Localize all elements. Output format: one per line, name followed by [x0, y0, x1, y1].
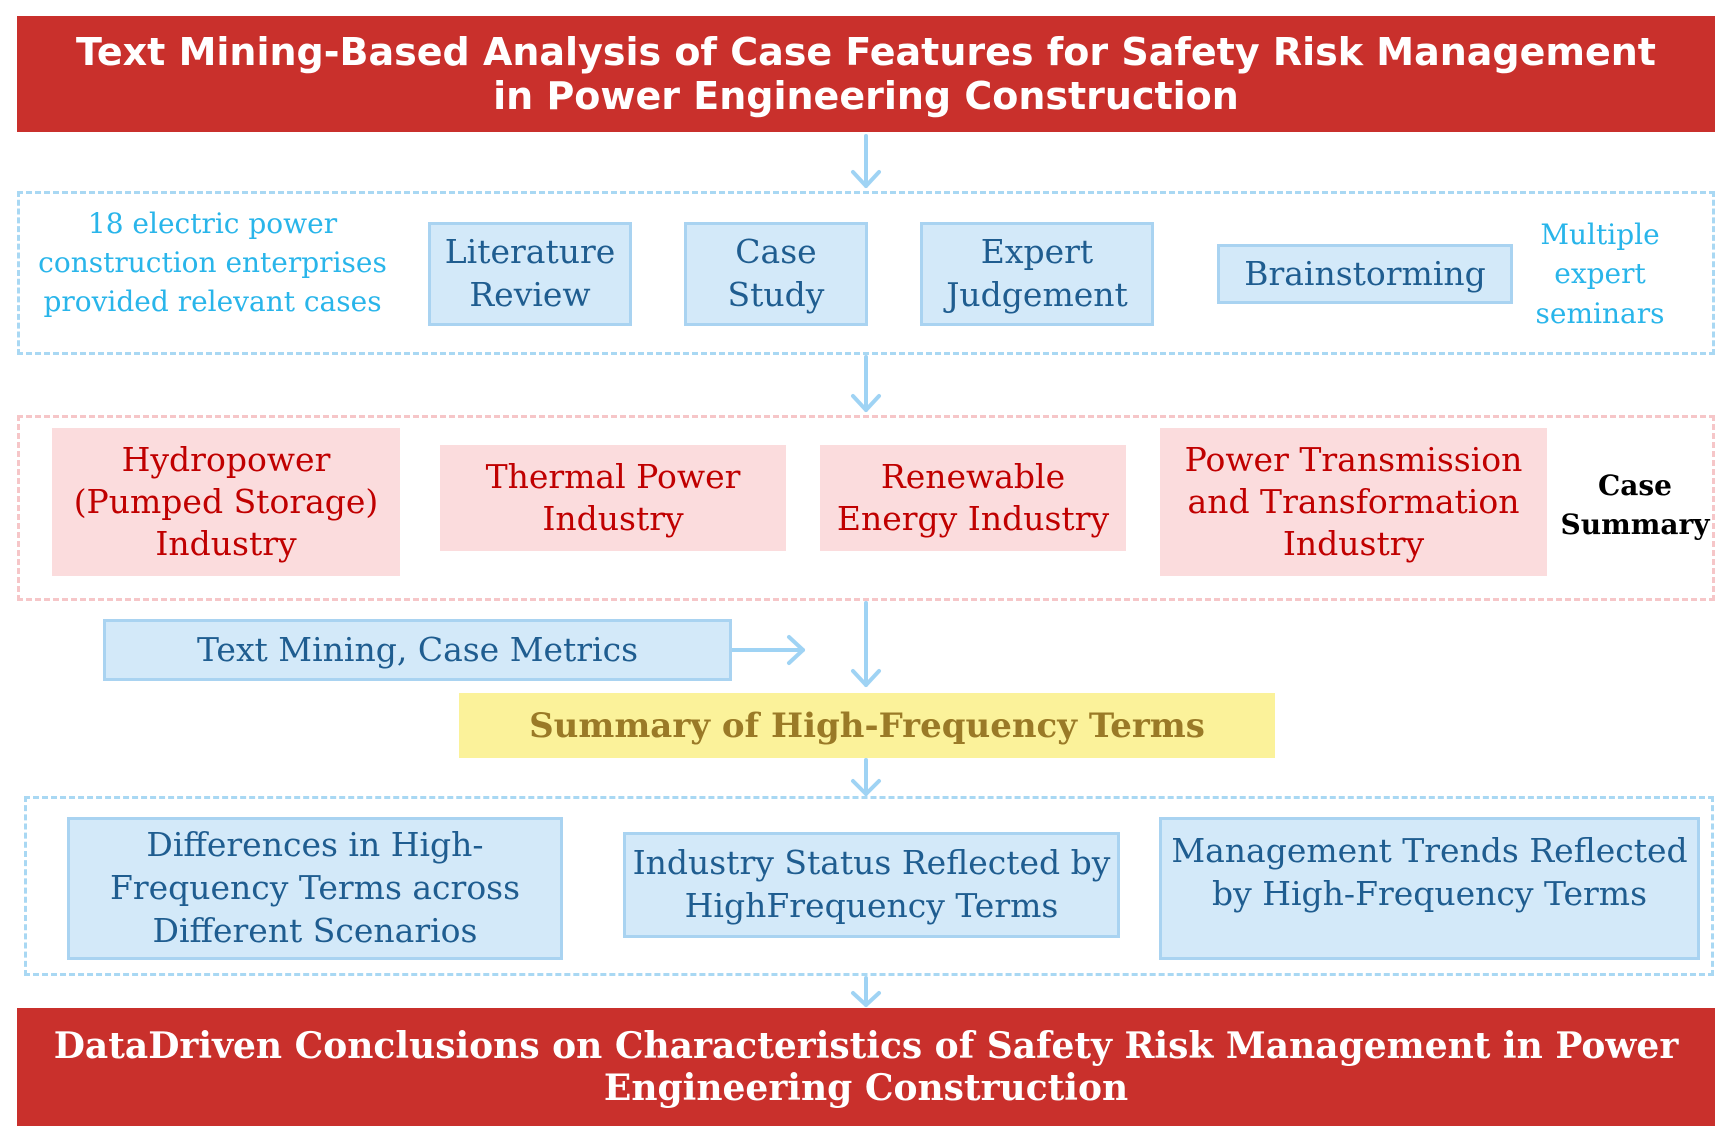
analysis-differences: Differences in High- Frequency Terms acr…: [67, 817, 563, 960]
analysis-management-trends: Management Trends Reflected by High-Freq…: [1159, 817, 1700, 960]
industry-renewable-energy: Renewable Energy Industry: [820, 445, 1126, 551]
note-line: expert: [1554, 257, 1646, 291]
expert-seminars-note: Multiple expert seminars: [1520, 212, 1680, 336]
industry-hydropower: Hydropower (Pumped Storage) Industry: [52, 428, 400, 576]
method-brainstorming: Brainstorming: [1217, 244, 1513, 304]
arrowhead-summary-to-analyses: [851, 779, 881, 796]
title-line-1: Text Mining-Based Analysis of Case Featu…: [76, 29, 1656, 74]
arrowhead-industries-to-summary: [851, 669, 881, 687]
arrowhead-text-mining: [787, 635, 805, 665]
summary-label: Summary of High-Frequency Terms: [529, 705, 1205, 746]
conclusion-line-2: Engineering Construction: [603, 1067, 1129, 1109]
industry-label: Industry: [1282, 523, 1425, 563]
case-summary-line: Case: [1597, 468, 1672, 502]
method-label: Literature: [444, 232, 616, 272]
conclusion-line-1: DataDriven Conclusions on Characteristic…: [53, 1024, 1679, 1067]
analysis-label: Management Trends Reflected: [1171, 831, 1688, 870]
industries-section: [17, 415, 1715, 601]
title-line-2: in Power Engineering Construction: [493, 74, 1239, 118]
analysis-label: by High-Frequency Terms: [1211, 873, 1648, 913]
method-label: Review: [469, 275, 591, 314]
industry-label: Hydropower: [121, 440, 331, 480]
method-label: Brainstorming: [1244, 253, 1486, 293]
high-frequency-summary-box: Summary of High-Frequency Terms: [459, 693, 1275, 758]
industry-label: Power Transmission: [1184, 440, 1523, 480]
analysis-label: Differences in High-: [146, 825, 484, 865]
method-label: Judgement: [946, 275, 1128, 314]
method-case-study: Case Study: [684, 222, 868, 326]
analysis-label: Different Scenarios: [152, 910, 478, 950]
enterprise-cases-note: 18 electric power construction enterpris…: [25, 200, 400, 325]
text-mining-label: Text Mining, Case Metrics: [196, 629, 639, 669]
arrowhead-title-to-methods: [851, 170, 881, 188]
title-banner: Text Mining-Based Analysis of Case Featu…: [17, 16, 1715, 132]
conclusion-banner: DataDriven Conclusions on Characteristic…: [17, 1008, 1715, 1126]
analysis-label: Industry Status Reflected by: [632, 843, 1111, 883]
industry-label: and Transformation: [1187, 482, 1520, 522]
industry-label: Thermal Power: [485, 457, 741, 497]
case-summary-label: Case Summary: [1553, 460, 1717, 550]
note-line: Multiple: [1540, 218, 1660, 252]
method-label: Case: [735, 232, 817, 272]
industry-power-transmission: Power Transmission and Transformation In…: [1160, 428, 1547, 576]
method-label: Expert: [980, 232, 1094, 272]
industry-label: Industry: [155, 523, 297, 563]
note-line: 18 electric power: [87, 206, 338, 240]
analysis-label: Frequency Terms across: [109, 868, 521, 908]
industry-label: Energy Industry: [836, 499, 1110, 538]
text-mining-box: Text Mining, Case Metrics: [103, 619, 732, 681]
analysis-industry-status: Industry Status Reflected by HighFrequen…: [623, 832, 1120, 938]
analyses-section: [24, 796, 1714, 976]
method-expert-judgement: Expert Judgement: [920, 222, 1154, 326]
industry-label: Renewable: [880, 457, 1066, 497]
analysis-label: HighFrequency Terms: [684, 886, 1059, 925]
case-summary-line: Summary: [1560, 508, 1710, 541]
method-label: Study: [727, 275, 825, 314]
methods-section: [17, 191, 1715, 355]
note-line: provided relevant cases: [43, 285, 382, 319]
industry-label: (Pumped Storage): [73, 482, 379, 522]
industry-thermal-power: Thermal Power Industry: [440, 445, 786, 551]
industry-label: Industry: [542, 499, 684, 538]
note-line: construction enterprises: [38, 245, 387, 279]
arrowhead-analyses-to-conclusion: [851, 991, 881, 1007]
note-line: seminars: [1535, 296, 1665, 330]
method-literature-review: Literature Review: [428, 222, 632, 326]
arrowhead-methods-to-industries: [851, 394, 881, 412]
